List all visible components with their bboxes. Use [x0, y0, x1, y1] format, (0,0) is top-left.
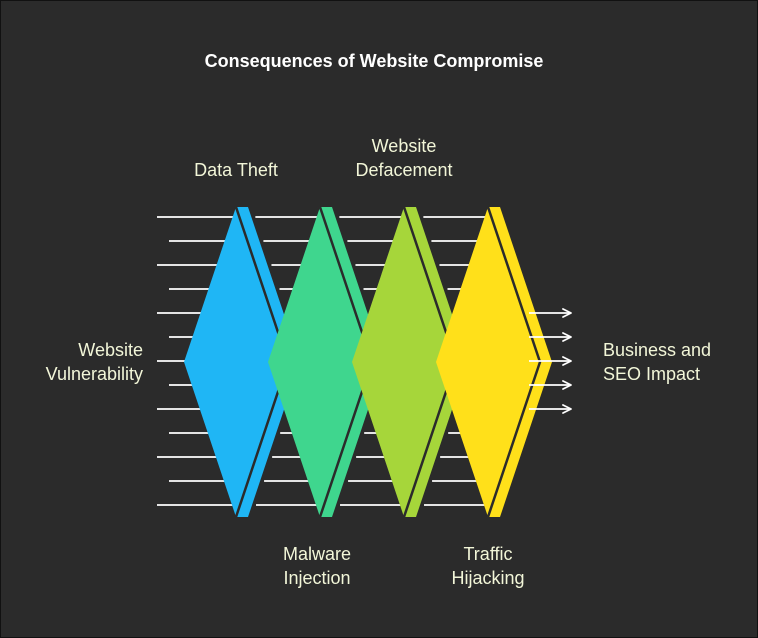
stage-rim	[320, 207, 384, 517]
stage-label-line: Data Theft	[194, 160, 278, 180]
stage-label-malware-injection: Malware Injection	[257, 542, 377, 590]
input-label-line-2: Vulnerability	[45, 364, 143, 384]
stage-label-line: Traffic	[463, 544, 513, 564]
input-label: Website Vulnerability	[31, 338, 143, 386]
stage-label-line: Hijacking	[451, 568, 525, 588]
stage-label-line: Injection	[283, 568, 351, 588]
output-label: Business and SEO Impact	[603, 338, 743, 386]
stage-label-data-theft: Data Theft	[176, 158, 296, 182]
stage-label-line: Website	[371, 136, 437, 156]
stage-label-website-defacement: Website Defacement	[339, 134, 469, 182]
diagram-title: Consequences of Website Compromise	[204, 51, 544, 71]
stage-shapes	[184, 206, 552, 518]
stage-rim	[236, 207, 300, 517]
stage-label-line: Defacement	[355, 160, 453, 180]
output-label-line-2: SEO Impact	[603, 364, 701, 384]
stage-label-line: Malware	[282, 544, 352, 564]
output-arrows	[529, 308, 572, 414]
stage-rim	[404, 207, 468, 517]
input-label-line-1: Website	[78, 340, 143, 360]
stage-separator	[486, 206, 542, 518]
stage-shape-traffic-hijacking	[436, 207, 540, 517]
stage-rim	[488, 207, 552, 517]
stage-label-traffic-hijacking: Traffic Hijacking	[428, 542, 548, 590]
output-label-line-1: Business and	[603, 340, 712, 360]
